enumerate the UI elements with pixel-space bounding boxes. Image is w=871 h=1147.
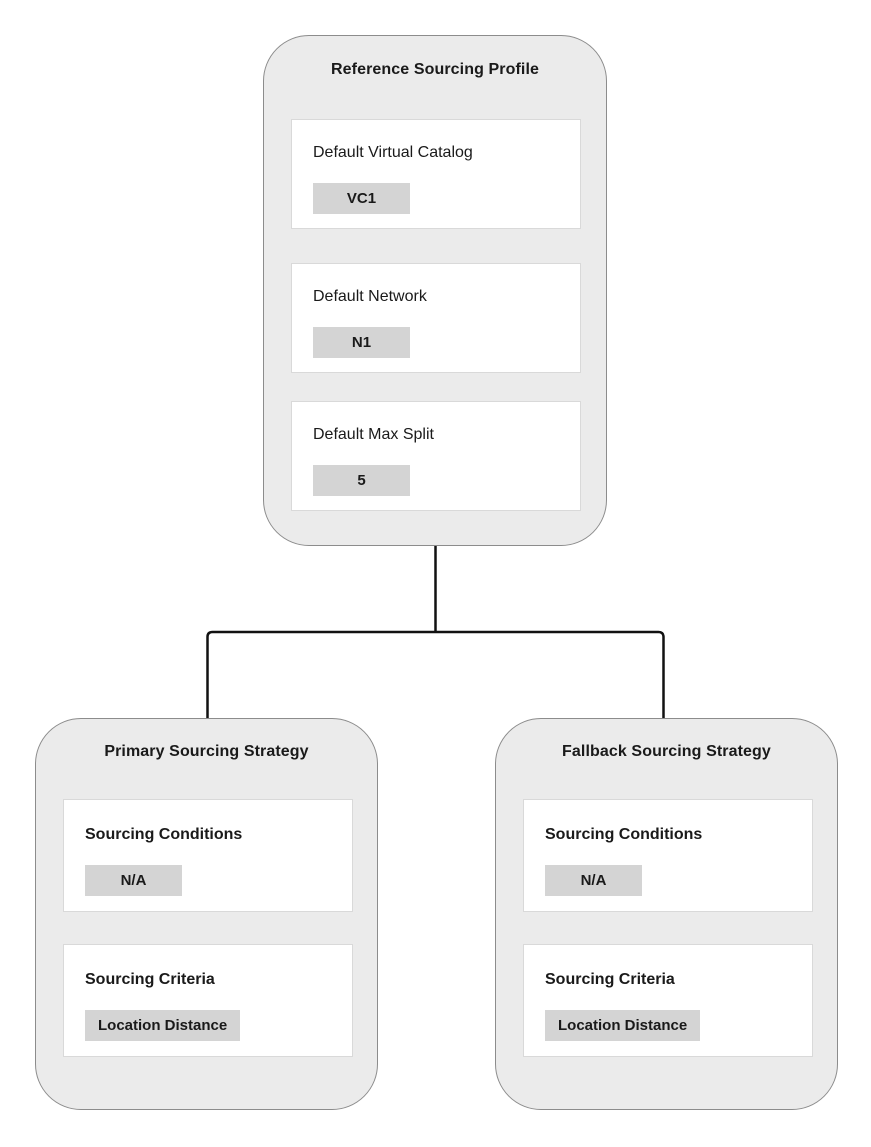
field-card-default-virtual-catalog: Default Virtual Catalog VC1 [291,119,581,229]
node-fallback-sourcing-strategy: Fallback Sourcing Strategy Sourcing Cond… [495,718,838,1110]
node-primary-sourcing-strategy: Primary Sourcing Strategy Sourcing Condi… [35,718,378,1110]
field-label: Default Network [313,288,427,305]
field-label: Default Virtual Catalog [313,144,473,161]
field-value-badge: Location Distance [85,1010,241,1041]
field-label: Sourcing Criteria [85,971,215,988]
field-card-default-max-split: Default Max Split 5 [291,401,581,511]
field-label: Sourcing Criteria [545,971,675,988]
field-value-badge: VC1 [313,183,410,214]
field-card-sourcing-conditions: Sourcing Conditions N/A [63,799,353,912]
field-value-badge: N/A [85,865,182,896]
field-label: Sourcing Conditions [85,826,243,843]
connector-branches [206,630,665,718]
field-label: Sourcing Conditions [545,826,703,843]
field-card-sourcing-conditions: Sourcing Conditions N/A [523,799,813,912]
field-value-badge: 5 [313,465,410,496]
field-card-sourcing-criteria: Sourcing Criteria Location Distance [523,944,813,1057]
node-title: Fallback Sourcing Strategy [562,743,771,760]
field-card-default-network: Default Network N1 [291,263,581,373]
field-value-badge: N1 [313,327,410,358]
node-title: Primary Sourcing Strategy [104,743,309,760]
field-card-sourcing-criteria: Sourcing Criteria Location Distance [63,944,353,1057]
field-value-badge: Location Distance [545,1010,701,1041]
field-label: Default Max Split [313,426,434,443]
node-reference-sourcing-profile: Reference Sourcing Profile Default Virtu… [263,35,607,546]
node-title: Reference Sourcing Profile [331,61,539,78]
field-value-badge: N/A [545,865,642,896]
